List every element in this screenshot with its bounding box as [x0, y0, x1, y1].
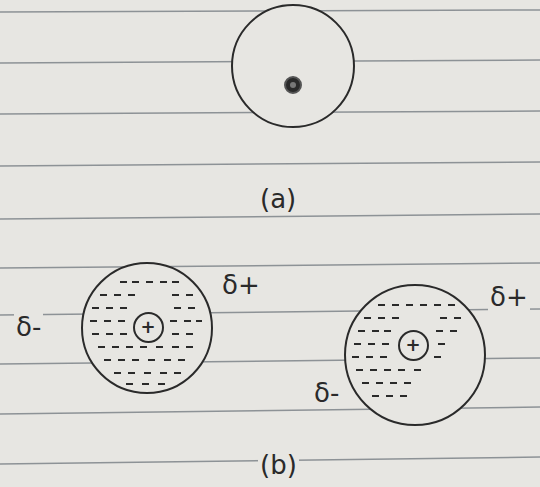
partial-charge-label: δ+ — [488, 282, 530, 312]
atom-circle — [232, 5, 354, 127]
charge-sign: + — [405, 335, 420, 355]
electron-cloud-dashes — [90, 282, 461, 396]
partial-charge-label: δ+ — [220, 270, 262, 300]
partial-charge-label: δ- — [312, 378, 341, 408]
charge-sign: + — [140, 317, 155, 337]
atom-circle — [345, 285, 485, 425]
nucleus-circle: + — [398, 330, 429, 361]
partial-charge-label: δ- — [14, 312, 43, 342]
nucleus-dot — [290, 82, 296, 88]
nucleus-circle: + — [133, 312, 164, 343]
part-label: (a) — [258, 184, 298, 214]
part-label: (b) — [258, 450, 299, 480]
nucleus-dot — [285, 77, 301, 93]
